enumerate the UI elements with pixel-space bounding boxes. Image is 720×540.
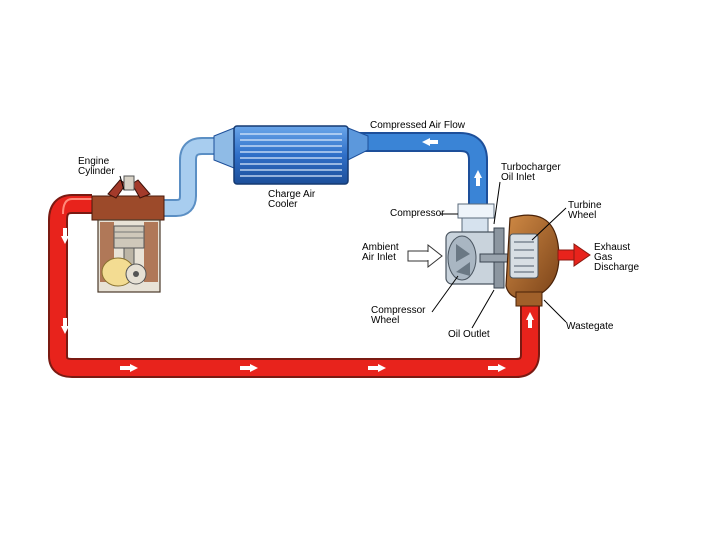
- engine-cylinder: [91, 175, 165, 293]
- compressed-flow-arrow-left: [422, 138, 430, 146]
- label-compressor-wheel: Compressor Wheel: [371, 305, 426, 326]
- charge-air-cooler: [213, 125, 369, 185]
- label-compressor: Compressor: [390, 208, 445, 219]
- label-ambient-air-inlet: Ambient Air Inlet: [362, 242, 399, 263]
- intake-pipe: [164, 137, 234, 217]
- exhaust-flow-arrows: [61, 228, 534, 372]
- label-wastegate: Wastegate: [566, 321, 614, 332]
- compressed-air-pipe: [348, 132, 488, 204]
- flow-arrow-down-1: [61, 236, 69, 244]
- label-engine-cylinder: Engine Cylinder: [78, 156, 115, 177]
- flow-arrow-right-3: [378, 364, 386, 372]
- compressed-flow-arrow-up: [474, 170, 482, 178]
- flow-arrow-up-wastegate: [526, 312, 534, 320]
- flow-arrow-right-2: [250, 364, 258, 372]
- label-turbocharger-oil-inlet: Turbocharger Oil Inlet: [501, 162, 561, 183]
- label-charge-air-cooler: Charge Air Cooler: [268, 189, 316, 210]
- flow-arrow-right-1: [130, 364, 138, 372]
- exhaust-pipe: [48, 194, 540, 378]
- label-compressed-air-flow: Compressed Air Flow: [370, 120, 466, 131]
- label-turbine-wheel: Turbine Wheel: [568, 200, 602, 221]
- flow-arrow-down-2: [61, 326, 69, 334]
- flow-arrow-right-4: [498, 364, 506, 372]
- exhaust-discharge-arrow: [557, 243, 591, 267]
- compressor-neck: [457, 203, 495, 233]
- leader-lines: [119, 175, 567, 329]
- label-exhaust-gas-discharge: Exhaust Gas Discharge: [594, 242, 640, 273]
- label-oil-outlet: Oil Outlet: [448, 329, 490, 340]
- ambient-air-arrow: [407, 243, 443, 269]
- turbine-housing: [505, 214, 560, 307]
